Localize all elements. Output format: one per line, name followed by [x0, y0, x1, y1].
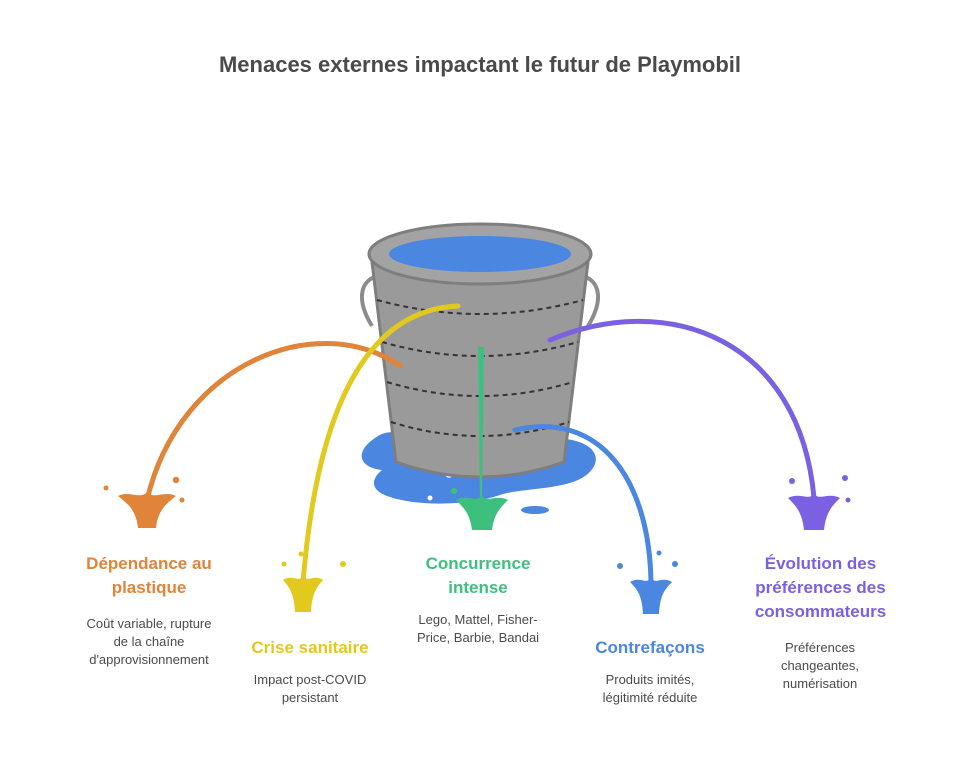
- threat-title-competition: Concurrence intense: [425, 554, 531, 597]
- threat-description-plastic: Coût variable, rupture de la chaîne d'ap…: [86, 616, 212, 667]
- threat-title-plastic: Dépendance au plastique: [86, 554, 212, 597]
- threat-description-consumer-preferences: Préférences changeantes, numérisation: [780, 640, 860, 691]
- splash-blue: [617, 550, 678, 614]
- bucket-water: [389, 236, 571, 272]
- stream-blue: [512, 424, 654, 587]
- threat-title-counterfeits: Contrefaçons: [595, 638, 705, 657]
- stream-purple: [547, 318, 817, 501]
- splash-yellow: [281, 551, 346, 612]
- stream-green: [478, 347, 484, 504]
- stream-orange: [144, 341, 403, 503]
- splash-purple: [788, 475, 851, 530]
- threat-description-competition: Lego, Mattel, Fisher-Price, Barbie, Band…: [416, 612, 540, 645]
- splash-green: [451, 488, 508, 530]
- water-bubble: [426, 494, 434, 502]
- water-puddle-drop: [521, 506, 549, 514]
- stream-yellow: [300, 303, 461, 585]
- threat-description-sanitary-crisis: Impact post-COVID persistant: [253, 672, 367, 705]
- threat-title-sanitary-crisis: Crise sanitaire: [251, 638, 369, 657]
- threat-title-consumer-preferences: Évolution des préférences des consommate…: [754, 554, 887, 621]
- splash-orange: [103, 476, 185, 528]
- diagram-title: Menaces externes impactant le futur de P…: [218, 52, 742, 77]
- threat-description-counterfeits: Produits imités, légitimité réduite: [602, 672, 698, 705]
